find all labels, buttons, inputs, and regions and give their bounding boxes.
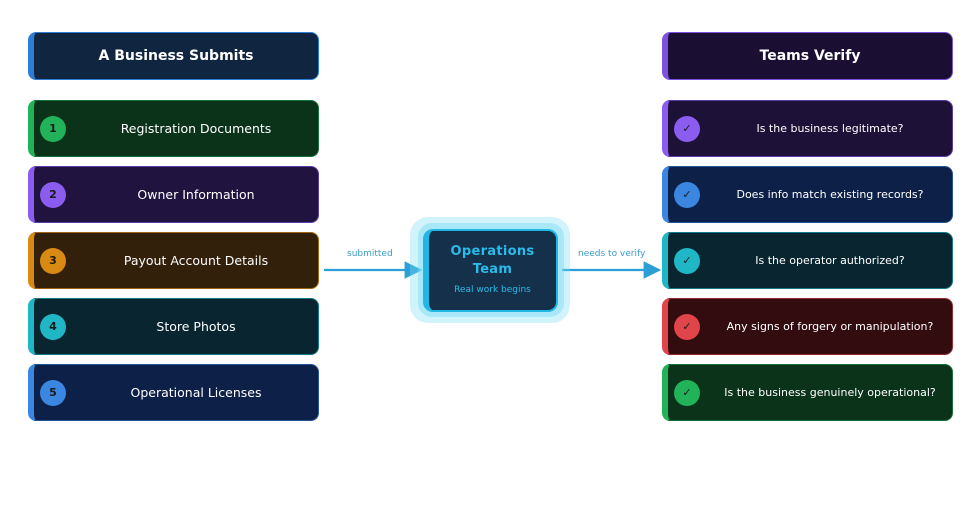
check-icon: ✓ [674, 379, 700, 406]
operations-team-subtitle: Real work begins [454, 285, 531, 295]
check-icon: ✓ [674, 247, 700, 274]
submission-item: 1 Registration Documents [28, 100, 319, 157]
verification-item: ✓ Does info match existing records? [662, 166, 953, 223]
submission-item: 5 Operational Licenses [28, 364, 319, 421]
step-number-badge: 4 [40, 313, 66, 340]
verification-item-label: Is the business genuinely operational? [724, 386, 936, 399]
submission-item-label: Store Photos [156, 319, 236, 334]
submission-item-label: Payout Account Details [123, 253, 269, 268]
right-column-header: Teams Verify [662, 32, 953, 80]
verification-item: ✓ Is the business genuinely operational? [662, 364, 953, 421]
check-icon: ✓ [674, 313, 700, 340]
check-icon: ✓ [674, 115, 700, 142]
step-number-badge: 2 [40, 181, 66, 208]
submission-item-label: Owner Information [137, 187, 255, 202]
verification-item-label: Does info match existing records? [736, 188, 924, 201]
step-number-badge: 1 [40, 115, 66, 142]
step-number-badge: 3 [40, 247, 66, 274]
step-number-badge: 5 [40, 379, 66, 406]
operations-team-node: Operations Team Real work begins [423, 229, 558, 312]
verification-item-label: Any signs of forgery or manipulation? [726, 320, 934, 333]
submission-item-label: Registration Documents [120, 121, 272, 136]
verification-item: ✓ Is the business legitimate? [662, 100, 953, 157]
arrow-label-submitted: submitted [347, 249, 393, 259]
verification-item-label: Is the business legitimate? [756, 122, 904, 135]
submission-item: 4 Store Photos [28, 298, 319, 355]
submission-item: 3 Payout Account Details [28, 232, 319, 289]
operations-team-title: Operations Team [450, 244, 535, 277]
verification-item: ✓ Is the operator authorized? [662, 232, 953, 289]
verification-item-label: Is the operator authorized? [755, 254, 905, 267]
left-column-header: A Business Submits [28, 32, 319, 80]
submission-item-label: Operational Licenses [130, 385, 262, 400]
submission-item: 2 Owner Information [28, 166, 319, 223]
verification-item: ✓ Any signs of forgery or manipulation? [662, 298, 953, 355]
arrow-label-needs-to-verify: needs to verify [578, 249, 646, 259]
check-icon: ✓ [674, 181, 700, 208]
